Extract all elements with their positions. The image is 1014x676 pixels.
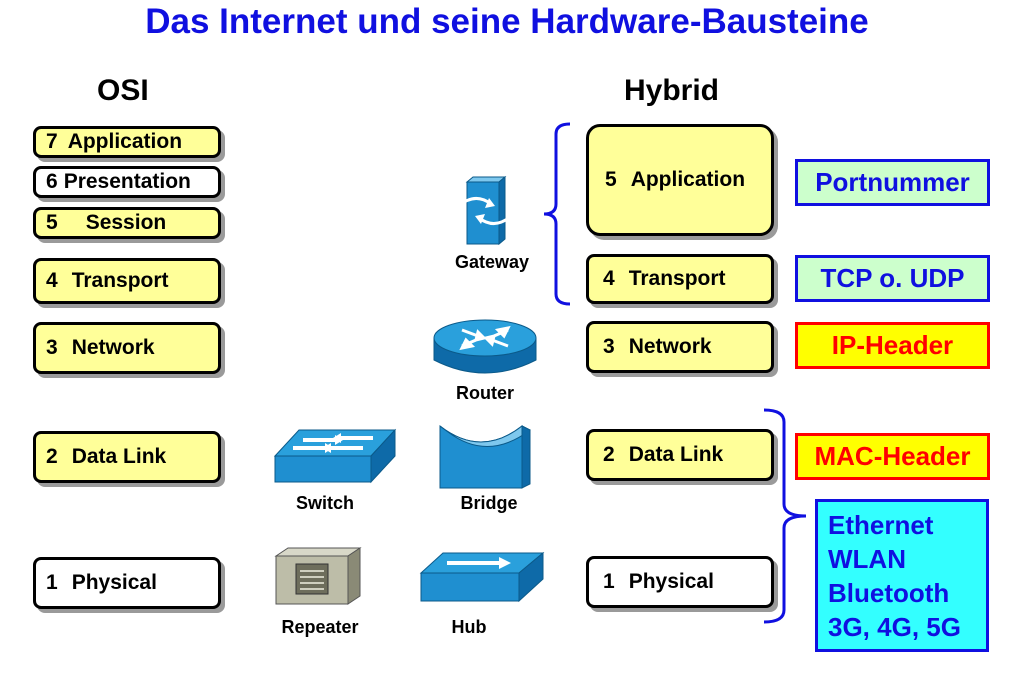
tcp-udp-box: TCP o. UDP [795, 255, 990, 302]
upper-brace [543, 122, 571, 306]
bridge-icon [439, 424, 531, 489]
osi-layer-5: 5 Session [33, 207, 221, 239]
lower-brace [763, 408, 807, 624]
hybrid-layer-4: 4 Transport [586, 254, 774, 304]
layer-number: 3 [603, 335, 615, 358]
router-icon [433, 319, 537, 374]
switch-label: Switch [295, 493, 354, 513]
hybrid-layer-3: 3 Network [586, 321, 774, 373]
hybrid-layer-5: 5 Application [586, 124, 774, 236]
layer-name: Data Link [628, 443, 724, 466]
layer-name: Physical [71, 571, 157, 594]
layer-name: Network [628, 335, 712, 358]
layer-number: 2 [46, 445, 58, 468]
tech-bluetooth: Bluetooth [828, 577, 950, 608]
layer-number: 2 [603, 443, 615, 466]
tech-mobile: 3G, 4G, 5G [828, 611, 961, 642]
repeater-icon [274, 547, 362, 605]
mac-header-box: MAC-Header [795, 433, 990, 480]
layer-number: 7 [46, 130, 58, 153]
layer-name: Data Link [71, 445, 167, 468]
ip-header-box: IP-Header [795, 322, 990, 369]
portnummer-box: Portnummer [795, 159, 990, 206]
layer-number: 1 [46, 571, 58, 594]
layer-name: Presentation [63, 170, 191, 193]
osi-layer-6: 6 Presentation [33, 166, 221, 198]
layer-number: 4 [46, 269, 58, 292]
osi-layer-3: 3 Network [33, 322, 221, 374]
layer-name: Application [67, 130, 183, 153]
router-label: Router [456, 383, 514, 403]
layer-number: 6 [46, 170, 58, 193]
layer-name: Transport [71, 269, 169, 292]
layer-number: 5 [46, 211, 58, 234]
tech-ethernet: Ethernet [828, 509, 934, 540]
hybrid-heading: Hybrid [624, 74, 720, 107]
hybrid-layer-2: 2 Data Link [586, 429, 774, 481]
gateway-label: Gateway [454, 252, 530, 272]
layer-number: 1 [603, 570, 615, 593]
hub-icon [419, 551, 545, 603]
physical-tech-box: Ethernet WLAN Bluetooth 3G, 4G, 5G [815, 499, 989, 652]
layer-number: 5 [605, 168, 617, 191]
layer-name: Physical [628, 570, 714, 593]
layer-name: Network [71, 336, 155, 359]
hub-label: Hub [451, 617, 487, 637]
repeater-label: Repeater [281, 617, 359, 637]
layer-name: Transport [628, 267, 726, 290]
gateway-icon [458, 175, 512, 246]
layer-name: Application [630, 168, 746, 191]
page-title: Das Internet und seine Hardware-Baustein… [145, 2, 869, 41]
osi-heading: OSI [97, 74, 149, 107]
bridge-label: Bridge [460, 493, 518, 513]
osi-layer-1: 1 Physical [33, 557, 221, 609]
switch-icon [273, 428, 397, 484]
tech-wlan: WLAN [828, 543, 906, 574]
layer-number: 4 [603, 267, 615, 290]
hybrid-layer-1: 1 Physical [586, 556, 774, 608]
layer-name: Session [85, 211, 167, 234]
osi-layer-7: 7 Application [33, 126, 221, 158]
osi-layer-2: 2 Data Link [33, 431, 221, 483]
osi-layer-4: 4 Transport [33, 258, 221, 304]
layer-number: 3 [46, 336, 58, 359]
